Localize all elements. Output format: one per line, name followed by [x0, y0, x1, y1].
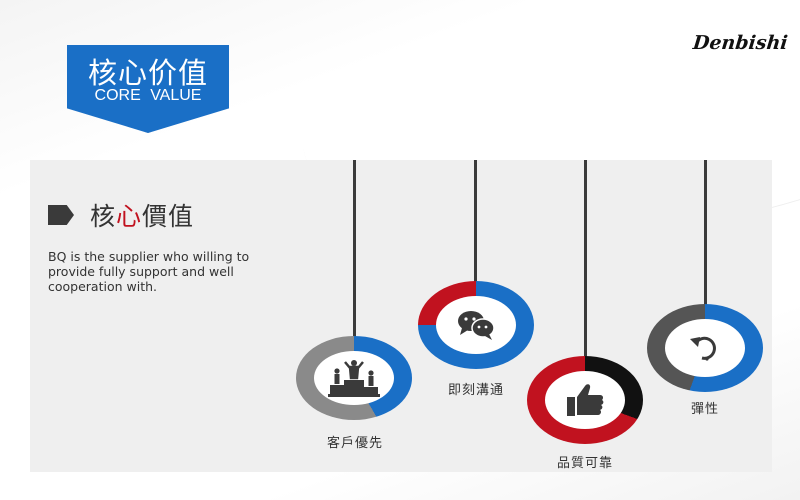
chat-bubbles-icon [458, 311, 495, 340]
value-ring-customer-first [296, 336, 412, 420]
value-label-reliable-quality: 品質可靠 [556, 456, 613, 471]
hanging-string [474, 160, 477, 282]
brand-logo: Denbishi [691, 32, 789, 54]
hanging-string [353, 160, 356, 338]
value-label-flexibility: 彈性 [690, 402, 719, 417]
badge-subtitle: CORE VALUE [94, 87, 202, 104]
hanging-string [704, 160, 707, 306]
content-panel [30, 160, 772, 472]
section-title: 核心價值 [90, 197, 194, 233]
rotate-arrow-icon [690, 336, 716, 361]
value-label-instant-communication: 即刻溝通 [447, 383, 504, 398]
hanging-string [584, 160, 587, 358]
core-value-badge: 核心价值 CORE VALUE [67, 45, 229, 133]
pentagon-bullet-icon [48, 205, 74, 225]
section-title-accent: 心 [116, 202, 143, 231]
section-description: BQ is the supplier who willing to provid… [48, 249, 250, 294]
value-ring-flexibility [647, 304, 763, 392]
badge-title: 核心价值 [87, 56, 208, 90]
value-ring-reliable-quality [527, 356, 643, 444]
value-ring-instant-communication [418, 281, 534, 369]
section-title-suffix: 價值 [142, 202, 195, 231]
podium-people-icon [328, 360, 380, 397]
section-title-prefix: 核 [90, 202, 117, 231]
thumbs-up-icon [567, 384, 604, 416]
value-label-customer-first: 客戶優先 [326, 436, 383, 451]
